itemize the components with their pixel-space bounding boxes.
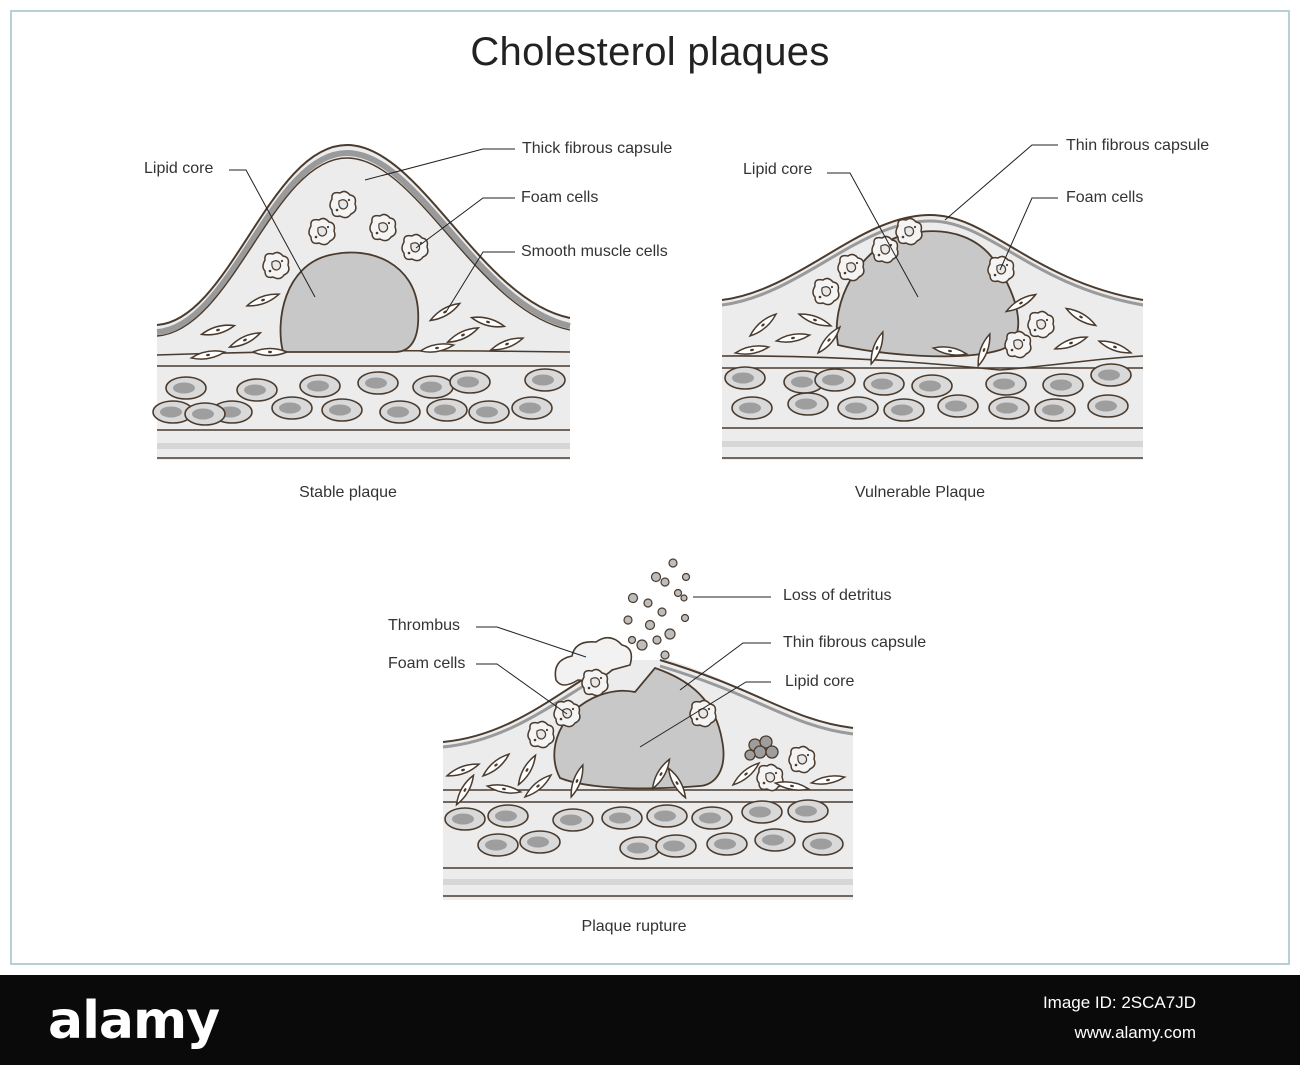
stock-url-link[interactable]: www.alamy.com (1074, 1023, 1196, 1042)
stock-footer-bar: alamy Image ID: 2SCA7JD www.alamy.com (0, 975, 1300, 1065)
stable-thick-capsule-label: Thick fibrous capsule (522, 140, 673, 157)
rupture-plaque-drawing (442, 558, 854, 900)
vulnerable-thin-capsule-label: Thin fibrous capsule (1066, 137, 1210, 154)
rupture-lipid-core-label: Lipid core (785, 673, 855, 690)
rupture-detritus-label: Loss of detritus (783, 587, 892, 604)
vulnerable-plaque-caption: Vulnerable Plaque (854, 484, 986, 501)
stable-lipid-core-label: Lipid core (144, 160, 214, 177)
rupture-foam-cells-label: Foam cells (388, 655, 466, 672)
stock-image-id: Image ID: 2SCA7JD (1042, 993, 1196, 1012)
rupture-thrombus-label: Thrombus (388, 617, 461, 634)
stable-smooth-muscle-label: Smooth muscle cells (521, 243, 668, 260)
stock-logo[interactable]: alamy (48, 991, 220, 1051)
stable-plaque-caption: Stable plaque (299, 484, 397, 501)
vulnerable-lipid-core-label: Lipid core (743, 161, 813, 178)
stable-plaque-drawing (152, 143, 571, 460)
stable-foam-cells-label: Foam cells (521, 189, 599, 206)
cell-cluster (744, 735, 779, 761)
diagram-title: Cholesterol plaques (470, 30, 830, 74)
vulnerable-plaque-drawing (721, 144, 1144, 460)
rupture-thin-capsule-label: Thin fibrous capsule (783, 634, 927, 651)
vulnerable-foam-cells-label: Foam cells (1066, 189, 1144, 206)
rupture-plaque-caption: Plaque rupture (581, 918, 687, 935)
plaque-illustrations (152, 143, 1144, 900)
